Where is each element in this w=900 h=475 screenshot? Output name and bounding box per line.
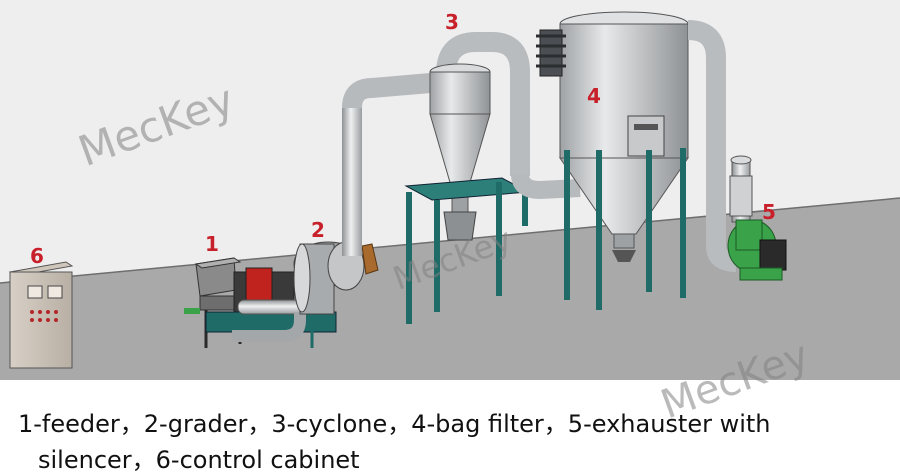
cyclone [404, 32, 530, 324]
system-diagram [0, 0, 900, 380]
pipe-cyclone-to-filter [511, 173, 581, 200]
floor [0, 198, 900, 380]
label-control-cabinet: 6 [30, 244, 44, 268]
control-cabinet [8, 261, 74, 369]
label-bag-filter: 4 [587, 84, 601, 108]
label-grader: 2 [311, 218, 325, 242]
caption-line-1: 1-feeder，2-grader，3-cyclone，4-bag filter… [18, 410, 771, 438]
pipe-grader-to-cyclone [342, 72, 443, 256]
bag-filter [536, 11, 689, 310]
label-cyclone: 3 [445, 10, 459, 34]
label-feeder: 1 [205, 232, 219, 256]
grader [205, 241, 379, 348]
label-exhauster: 5 [762, 200, 776, 224]
caption-line-2: silencer，6-control cabinet [38, 446, 360, 474]
pipe-filter-to-exhauster [687, 20, 737, 272]
exhauster [727, 155, 787, 281]
